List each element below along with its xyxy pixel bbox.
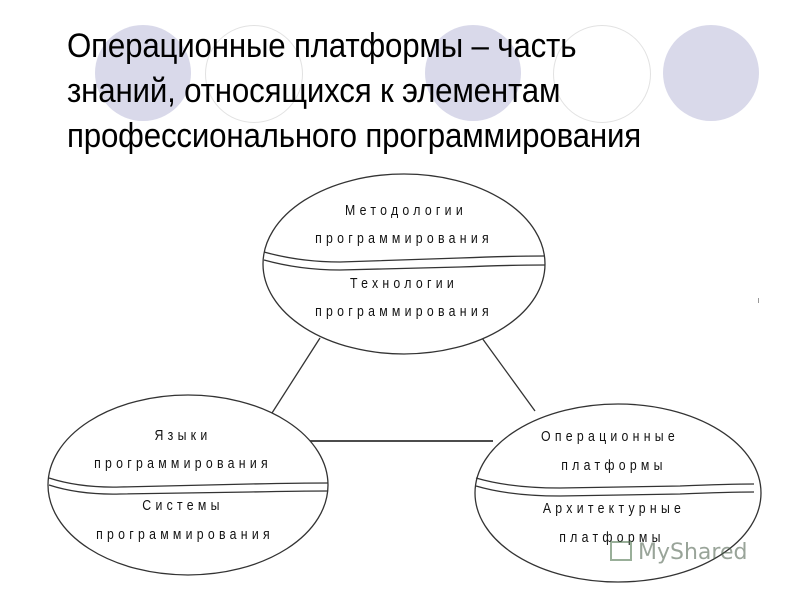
node-left-lower-line-1: Системы	[142, 497, 224, 514]
node-top-lower-line-2: программирования	[315, 303, 493, 320]
title-line-2: знаний, относящихся к элементам	[67, 72, 561, 110]
divider-right-1	[475, 477, 755, 489]
node-left-lower-line-2: программирования	[96, 526, 274, 543]
decor-circle-outline-2	[553, 25, 651, 123]
watermark: MyShared	[610, 540, 747, 565]
node-top-upper-line-1: Методологии	[345, 202, 467, 219]
node-left-upper-line-1: Языки	[154, 427, 212, 444]
title-line-1: Операционные платформы – часть	[67, 27, 577, 65]
node-left-upper-line-2: программирования	[94, 455, 272, 472]
node-top-lower-line-1: Технологии	[350, 275, 458, 292]
decor-circle-filled-1	[95, 25, 191, 121]
divider-left-2	[48, 484, 329, 495]
slide-title: Операционные платформы – часть знаний, о…	[67, 24, 729, 159]
node-right-upper-line-2: платформы	[561, 457, 667, 474]
edge-top-left	[271, 337, 321, 414]
divider-right-2	[475, 485, 755, 497]
divider-top-2	[263, 259, 546, 271]
stray-mark	[758, 298, 759, 303]
presentation-board-icon	[610, 541, 632, 561]
ellipse-top	[262, 173, 546, 355]
node-right-lower-line-2: платформы	[559, 529, 665, 546]
watermark-text: MyShared	[638, 540, 748, 565]
node-right-lower-line-1: Архитектурные	[542, 500, 686, 517]
node-top-upper-line-2: программирования	[315, 230, 493, 247]
ellipse-right	[474, 403, 762, 583]
node-right-upper-line-1: Операционные	[541, 428, 679, 445]
divider-left-1	[48, 477, 329, 488]
decor-circle-filled-2	[425, 25, 521, 121]
divider-top-1	[263, 251, 545, 263]
title-line-3: профессионального программирования	[67, 117, 642, 155]
decor-circle-outline-1	[205, 25, 303, 123]
decor-circle-filled-3	[663, 25, 759, 121]
edge-top-right	[481, 337, 536, 412]
